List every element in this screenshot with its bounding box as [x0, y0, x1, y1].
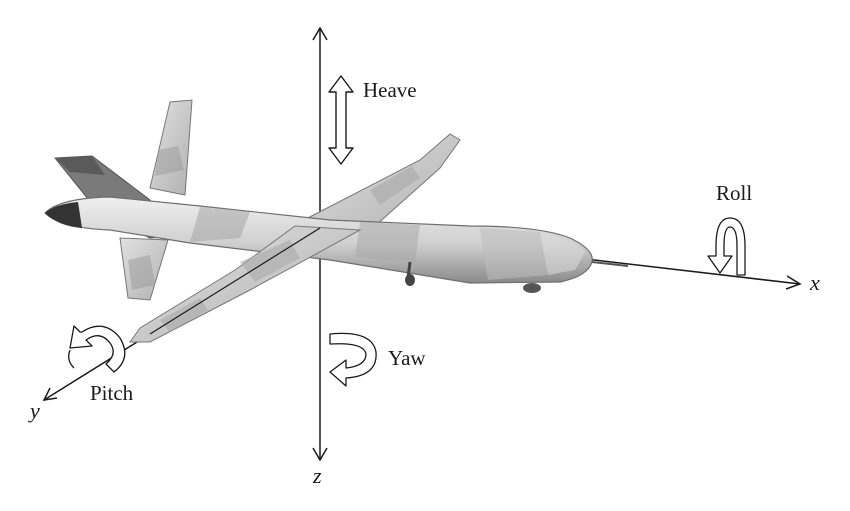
propeller-hub [45, 202, 82, 228]
uav-aircraft [44, 99, 629, 343]
z-axis-label: z [312, 463, 322, 488]
y-axis-label: y [28, 398, 40, 423]
nose-probe [591, 261, 629, 267]
roll-label: Roll [716, 181, 752, 205]
yaw-label: Yaw [388, 346, 426, 370]
x-axis-arrow [785, 275, 802, 290]
nose-gear [523, 283, 541, 293]
z-axis-bottom-arrow [312, 447, 328, 462]
y-axis-arrow [42, 387, 58, 401]
curved-rotation-arrow-icon [329, 332, 377, 387]
pitch-label: Pitch [90, 381, 134, 405]
curved-rotation-arrow-icon [68, 325, 126, 373]
heave-label: Heave [363, 78, 417, 102]
curved-rotation-arrow-icon [707, 217, 746, 276]
z-axis-top-arrow [312, 26, 328, 41]
x-axis-label: x [809, 270, 820, 295]
double-vertical-arrow-icon [328, 75, 354, 165]
